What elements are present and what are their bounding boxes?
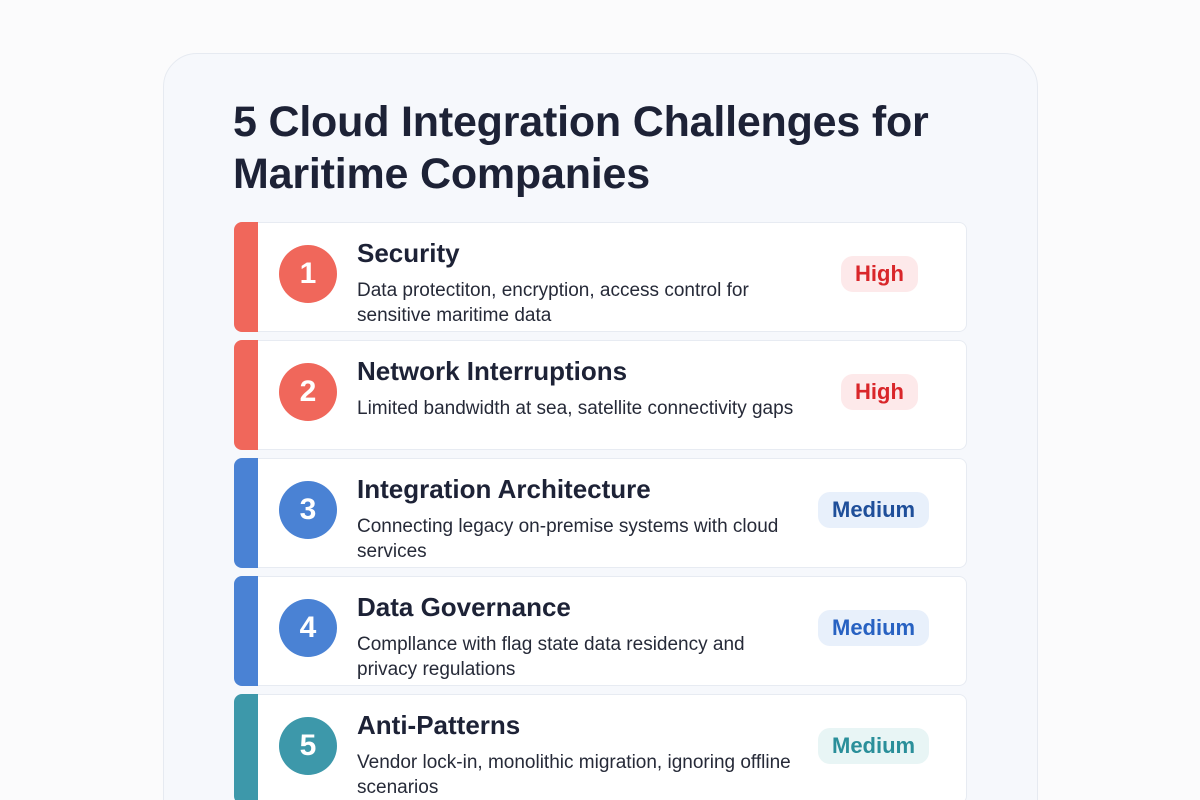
challenge-title: Integration Architecture bbox=[357, 474, 651, 504]
challenge-item-network-interruptions: 2 Network Interruptions Limited bandwidt… bbox=[234, 340, 967, 450]
challenge-item-integration-architecture: 3 Integration Architecture Connecting le… bbox=[234, 458, 967, 568]
challenge-title: Anti-Patterns bbox=[357, 710, 521, 740]
severity-accent-bar bbox=[234, 340, 260, 450]
severity-badge: High bbox=[841, 374, 918, 410]
challenge-title: Security bbox=[357, 238, 460, 268]
severity-badge: Medium bbox=[818, 610, 930, 646]
challenge-item-anti-patterns: 5 Anti-Patterns Vendor lock-in, monolith… bbox=[234, 694, 967, 800]
severity-badge: Medium bbox=[818, 728, 930, 764]
severity-accent-bar bbox=[234, 222, 260, 332]
challenge-description: Data protectiton, encryption, access con… bbox=[357, 280, 749, 326]
number-badge-icon: 5 bbox=[279, 717, 337, 775]
severity-badge: High bbox=[841, 256, 918, 292]
challenge-item-security: 1 Security Data protectiton, encryption,… bbox=[234, 222, 967, 332]
challenge-item-data-governance: 4 Data Governance Compllance with flag s… bbox=[234, 576, 967, 686]
number-badge-icon: 2 bbox=[279, 363, 337, 421]
number-badge-icon: 3 bbox=[279, 481, 337, 539]
challenge-title: Network Interruptions bbox=[357, 356, 628, 386]
severity-badge: Medium bbox=[818, 492, 930, 528]
challenge-description: Connecting legacy on-premise systems wit… bbox=[357, 516, 779, 562]
challenge-title: Data Governance bbox=[357, 592, 571, 622]
challenge-description: Compllance with flag state data residenc… bbox=[357, 634, 745, 680]
challenge-description: Limited bandwidth at sea, satellite conn… bbox=[357, 398, 794, 419]
number-badge-icon: 1 bbox=[279, 245, 337, 303]
severity-accent-bar bbox=[234, 576, 260, 686]
severity-accent-bar bbox=[234, 458, 260, 568]
page-title: 5 Cloud Integration Challenges for Marit… bbox=[233, 98, 929, 198]
challenge-description: Vendor lock-in, monolithic migration, ig… bbox=[357, 752, 791, 798]
severity-accent-bar bbox=[234, 694, 260, 800]
number-badge-icon: 4 bbox=[279, 599, 337, 657]
